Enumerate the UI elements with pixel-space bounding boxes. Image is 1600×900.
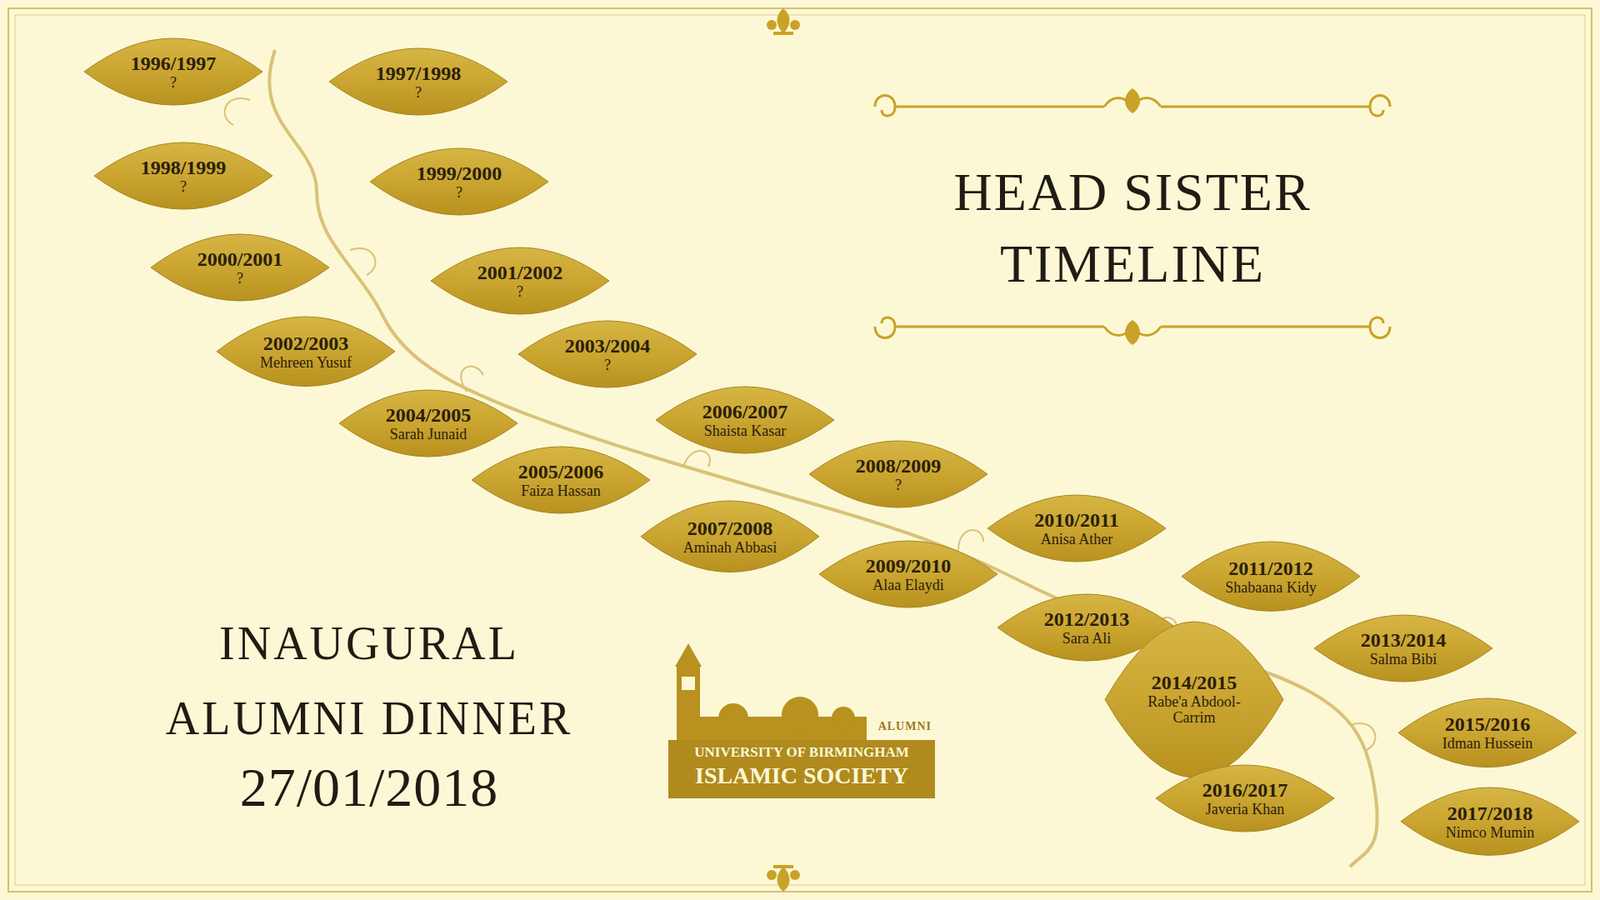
- diagram-title: HEAD SISTER TIMELINE: [915, 156, 1350, 301]
- timeline-leaf: 2006/2007Shaista Kasar: [655, 386, 835, 454]
- leaf-outline: [655, 386, 835, 454]
- term-year: 2009/2010: [865, 555, 952, 578]
- leaf-outline: [339, 390, 518, 457]
- logo-society: ISLAMIC SOCIETY: [670, 761, 934, 790]
- head-sister-name: ?: [197, 270, 284, 288]
- timeline-leaf: 1998/1999?: [94, 142, 273, 210]
- logo-university: UNIVERSITY OF BIRMINGHAM: [670, 744, 934, 761]
- head-sister-name: Anisa Ather: [1034, 531, 1119, 549]
- term-year: 2012/2013: [1044, 608, 1130, 631]
- head-sister-name: Shabaana Kidy: [1225, 580, 1316, 597]
- head-sister-name: Sara Ali: [1044, 630, 1130, 648]
- timeline-leaf: 2014/2015Rabe'a Abdool-Carrim: [1105, 621, 1284, 778]
- leaf-outline: [640, 500, 820, 572]
- leaf-outline: [518, 320, 697, 388]
- head-sister-name: ?: [130, 75, 217, 92]
- timeline-leaf: 2003/2004?: [518, 320, 697, 388]
- logo-alumni: ALUMNI: [833, 720, 932, 735]
- timeline-leaf: 2017/2018Nimco Mumin: [1400, 787, 1580, 855]
- leaf-outline: [84, 38, 263, 105]
- timeline-leaf: 2010/2011Anisa Ather: [987, 495, 1166, 562]
- event-date: 27/01/2018: [119, 754, 620, 820]
- head-sister-name: ?: [855, 477, 942, 495]
- term-year: 2017/2018: [1445, 802, 1535, 825]
- timeline-leaf: 2013/2014Salma Bibi: [1314, 615, 1493, 682]
- term-year: 2005/2006: [518, 460, 605, 484]
- leaf-outline: [987, 495, 1166, 562]
- term-year: 2008/2009: [855, 455, 942, 478]
- event-caption: INAUGURAL ALUMNI DINNER: [119, 606, 620, 756]
- timeline-leaf: 1999/2000?: [370, 148, 549, 215]
- timeline-leaf: 2016/2017Javeria Khan: [1155, 765, 1335, 832]
- term-year: 2015/2016: [1442, 713, 1533, 736]
- term-year: 2000/2001: [197, 248, 284, 271]
- head-sister-name: ?: [565, 357, 651, 375]
- head-sister-name: Idman Hussein: [1442, 735, 1533, 753]
- head-sister-name: Shaista Kasar: [702, 423, 789, 440]
- leaf-outline: [819, 540, 998, 608]
- term-year: 1998/1999: [140, 156, 227, 180]
- leaf-outline: [1105, 621, 1284, 778]
- head-sister-name: ?: [416, 185, 503, 202]
- timeline-leaf: 2002/2003Mehreen Yusuf: [216, 316, 395, 387]
- term-year: 2002/2003: [260, 332, 352, 355]
- head-sister-name: Aminah Abbasi: [683, 540, 778, 557]
- leaf-outline: [1400, 787, 1580, 855]
- term-year: 2016/2017: [1202, 779, 1289, 802]
- term-year: 2001/2002: [477, 261, 564, 285]
- leaf-outline: [216, 316, 395, 387]
- timeline-leaf: 2004/2005Sarah Junaid: [339, 390, 518, 457]
- leaf-outline: [94, 142, 273, 210]
- leaf-outline: [430, 247, 610, 315]
- leaf-outline: [1181, 541, 1360, 611]
- timeline-leaf: 2001/2002?: [430, 247, 610, 315]
- head-sister-name: Alaa Elaydi: [865, 577, 952, 595]
- term-year: 1999/2000: [416, 162, 503, 185]
- term-year: 2013/2014: [1360, 629, 1447, 652]
- leaf-outline: [1314, 615, 1493, 682]
- leaf-outline: [471, 446, 650, 514]
- head-sister-name: Rabe'a Abdool-Carrim: [1131, 694, 1257, 728]
- timeline-leaf: 2008/2009?: [809, 440, 988, 508]
- term-year: 2004/2005: [385, 404, 472, 427]
- timeline-leaf: 2011/2012Shabaana Kidy: [1181, 541, 1360, 611]
- term-year: 2006/2007: [702, 400, 789, 424]
- term-year: 2011/2012: [1225, 557, 1316, 580]
- leaf-outline: [1155, 765, 1335, 832]
- timeline-leaf: 2005/2006Faiza Hassan: [471, 446, 650, 514]
- head-sister-name: ?: [140, 179, 227, 196]
- vine: [225, 50, 1378, 867]
- term-year: 2014/2015: [1131, 671, 1257, 695]
- society-logo: [668, 643, 935, 799]
- timeline-leaf: 2007/2008Aminah Abbasi: [640, 500, 820, 572]
- head-sister-name: Salma Bibi: [1360, 651, 1447, 669]
- head-sister-name: ?: [477, 284, 564, 301]
- head-sister-name: Faiza Hassan: [518, 483, 605, 500]
- head-sister-name: Sarah Junaid: [385, 426, 472, 444]
- term-year: 2007/2008: [683, 517, 778, 540]
- term-year: 2010/2011: [1034, 509, 1119, 532]
- head-sister-name: Mehreen Yusuf: [260, 355, 352, 372]
- timeline-leaf: 2015/2016Idman Hussein: [1398, 698, 1577, 768]
- leaf-outline: [150, 234, 330, 301]
- head-sister-name: Javeria Khan: [1202, 801, 1289, 819]
- leaf-outline: [329, 48, 508, 115]
- inner-frame: [15, 15, 1585, 885]
- leaf-outline: [809, 440, 988, 508]
- outer-frame: [8, 8, 1592, 892]
- head-sister-name: ?: [375, 85, 462, 102]
- term-year: 2003/2004: [565, 335, 651, 358]
- timeline-leaf: 1996/1997?: [84, 38, 263, 105]
- timeline-leaf: 2000/2001?: [150, 234, 330, 301]
- head-sister-name: Nimco Mumin: [1445, 825, 1535, 842]
- timeline-leaf: 2009/2010Alaa Elaydi: [819, 540, 998, 608]
- timeline-leaf: 1997/1998?: [329, 48, 508, 115]
- leaf-outline: [1398, 698, 1577, 768]
- term-year: 1996/1997: [130, 52, 217, 75]
- leaf-outline: [370, 148, 549, 215]
- title-flourish: [875, 95, 1390, 339]
- term-year: 1997/1998: [375, 62, 462, 85]
